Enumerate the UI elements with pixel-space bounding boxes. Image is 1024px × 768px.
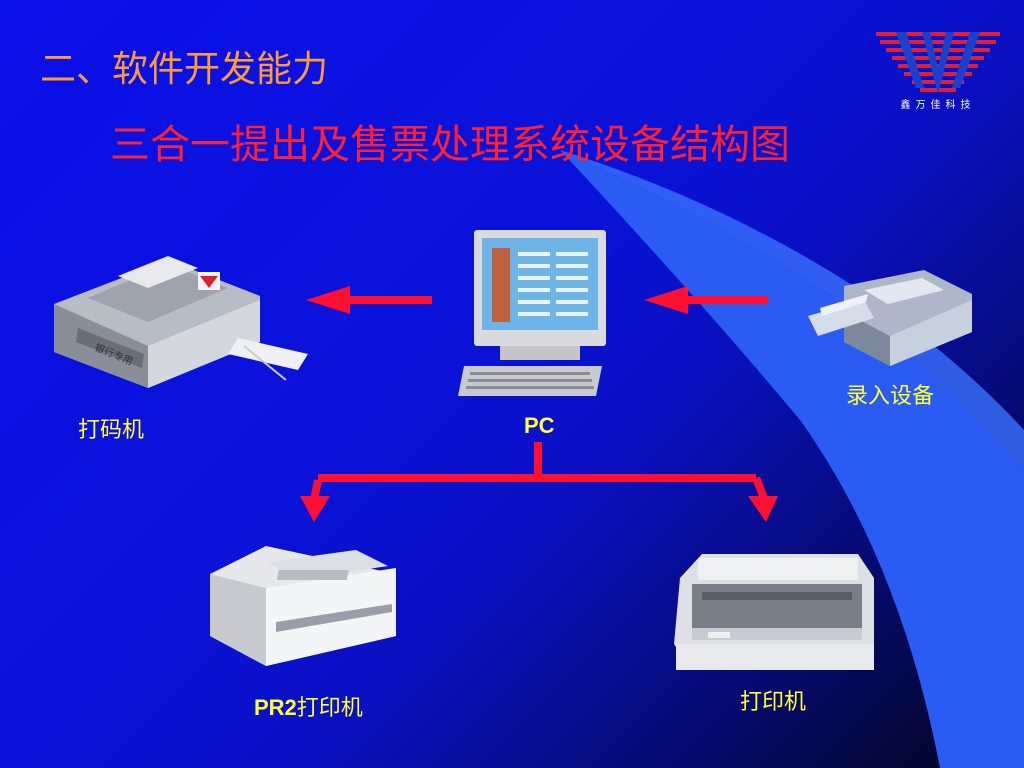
coder-machine-image: 银行专用: [54, 256, 308, 388]
pc-image: [458, 230, 606, 396]
slide-heading: 二、软件开发能力: [40, 49, 329, 90]
input-device-image: [808, 270, 972, 366]
pr2-printer-image: [210, 546, 396, 666]
printer-image: [674, 554, 874, 670]
logo-caption: 鑫万佳科技: [900, 100, 976, 111]
coder-label: 打码机: [78, 418, 145, 443]
pc-label: PC: [524, 413, 555, 438]
pr2-printer-word: 打印机: [296, 696, 363, 721]
pr2-model-text: PR2: [254, 695, 297, 720]
printer-label: 打印机: [740, 690, 807, 715]
pr2-printer-label: PR2打印机: [254, 690, 363, 722]
input-device-label: 录入设备: [846, 384, 935, 409]
slide-subtitle: 三合一提出及售票处理系统设备结构图: [110, 122, 790, 168]
company-logo: [876, 32, 1000, 94]
